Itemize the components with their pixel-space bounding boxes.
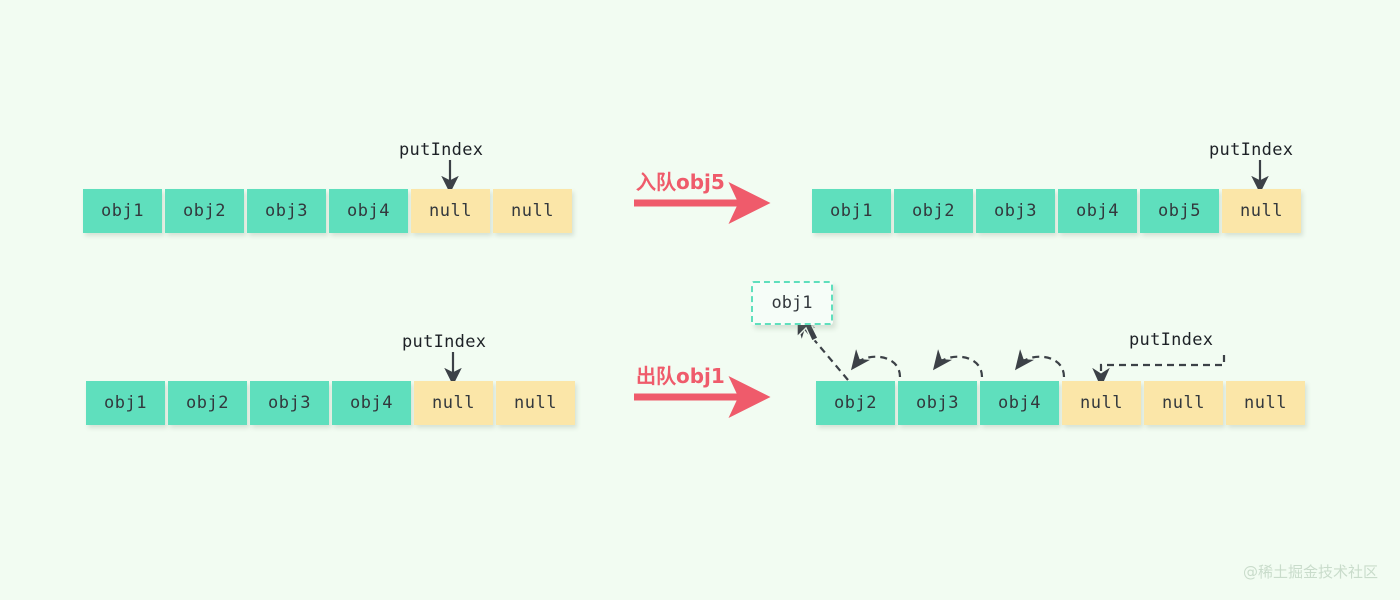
array-cell[interactable]: obj2	[894, 189, 973, 233]
detached-object-box[interactable]: obj1	[751, 281, 833, 325]
array-cell[interactable]: obj1	[83, 189, 162, 233]
putindex-label-row1-before: putIndex	[399, 140, 484, 160]
array-cell[interactable]: null	[496, 381, 575, 425]
array-cell[interactable]: null	[414, 381, 493, 425]
array-row2-after: obj2 obj3 obj4 null null null	[816, 381, 1305, 425]
dequeue-extract-arrow	[795, 317, 849, 381]
array-cell[interactable]: null	[1144, 381, 1223, 425]
array-row1-before: obj1 obj2 obj3 obj4 null null	[83, 189, 572, 233]
array-cell[interactable]: obj3	[247, 189, 326, 233]
array-cell[interactable]: obj3	[250, 381, 329, 425]
operation-label-dequeue: 出队obj1	[636, 364, 725, 388]
array-cell[interactable]: obj5	[1140, 189, 1219, 233]
array-cell[interactable]: null	[1222, 189, 1301, 233]
array-cell[interactable]: obj4	[332, 381, 411, 425]
putindex-label-row1-after: putIndex	[1209, 140, 1294, 160]
array-cell[interactable]: obj2	[165, 189, 244, 233]
array-row1-after: obj1 obj2 obj3 obj4 obj5 null	[812, 189, 1301, 233]
shift-arc-2	[932, 349, 984, 378]
putindex-label-row2-after: putIndex	[1129, 330, 1214, 350]
array-cell[interactable]: obj4	[980, 381, 1059, 425]
array-cell[interactable]: obj4	[1058, 189, 1137, 233]
array-cell[interactable]: obj3	[976, 189, 1055, 233]
array-cell[interactable]: obj4	[329, 189, 408, 233]
array-cell[interactable]: obj1	[86, 381, 165, 425]
pointer-elbow-row2-after	[1092, 355, 1226, 388]
array-cell[interactable]: null	[1062, 381, 1141, 425]
array-cell[interactable]: obj2	[168, 381, 247, 425]
array-cell[interactable]: null	[493, 189, 572, 233]
shift-arc-3	[1014, 349, 1066, 378]
array-cell[interactable]: null	[1226, 381, 1305, 425]
array-cell[interactable]: obj1	[812, 189, 891, 233]
array-cell[interactable]: obj3	[898, 381, 977, 425]
shift-arc-1	[850, 349, 902, 378]
array-cell[interactable]: null	[411, 189, 490, 233]
putindex-label-row2-before: putIndex	[402, 332, 487, 352]
array-row2-before: obj1 obj2 obj3 obj4 null null	[86, 381, 575, 425]
watermark: @稀土掘金技术社区	[1242, 563, 1378, 581]
array-cell[interactable]: obj2	[816, 381, 895, 425]
operation-label-enqueue: 入队obj5	[636, 170, 725, 194]
